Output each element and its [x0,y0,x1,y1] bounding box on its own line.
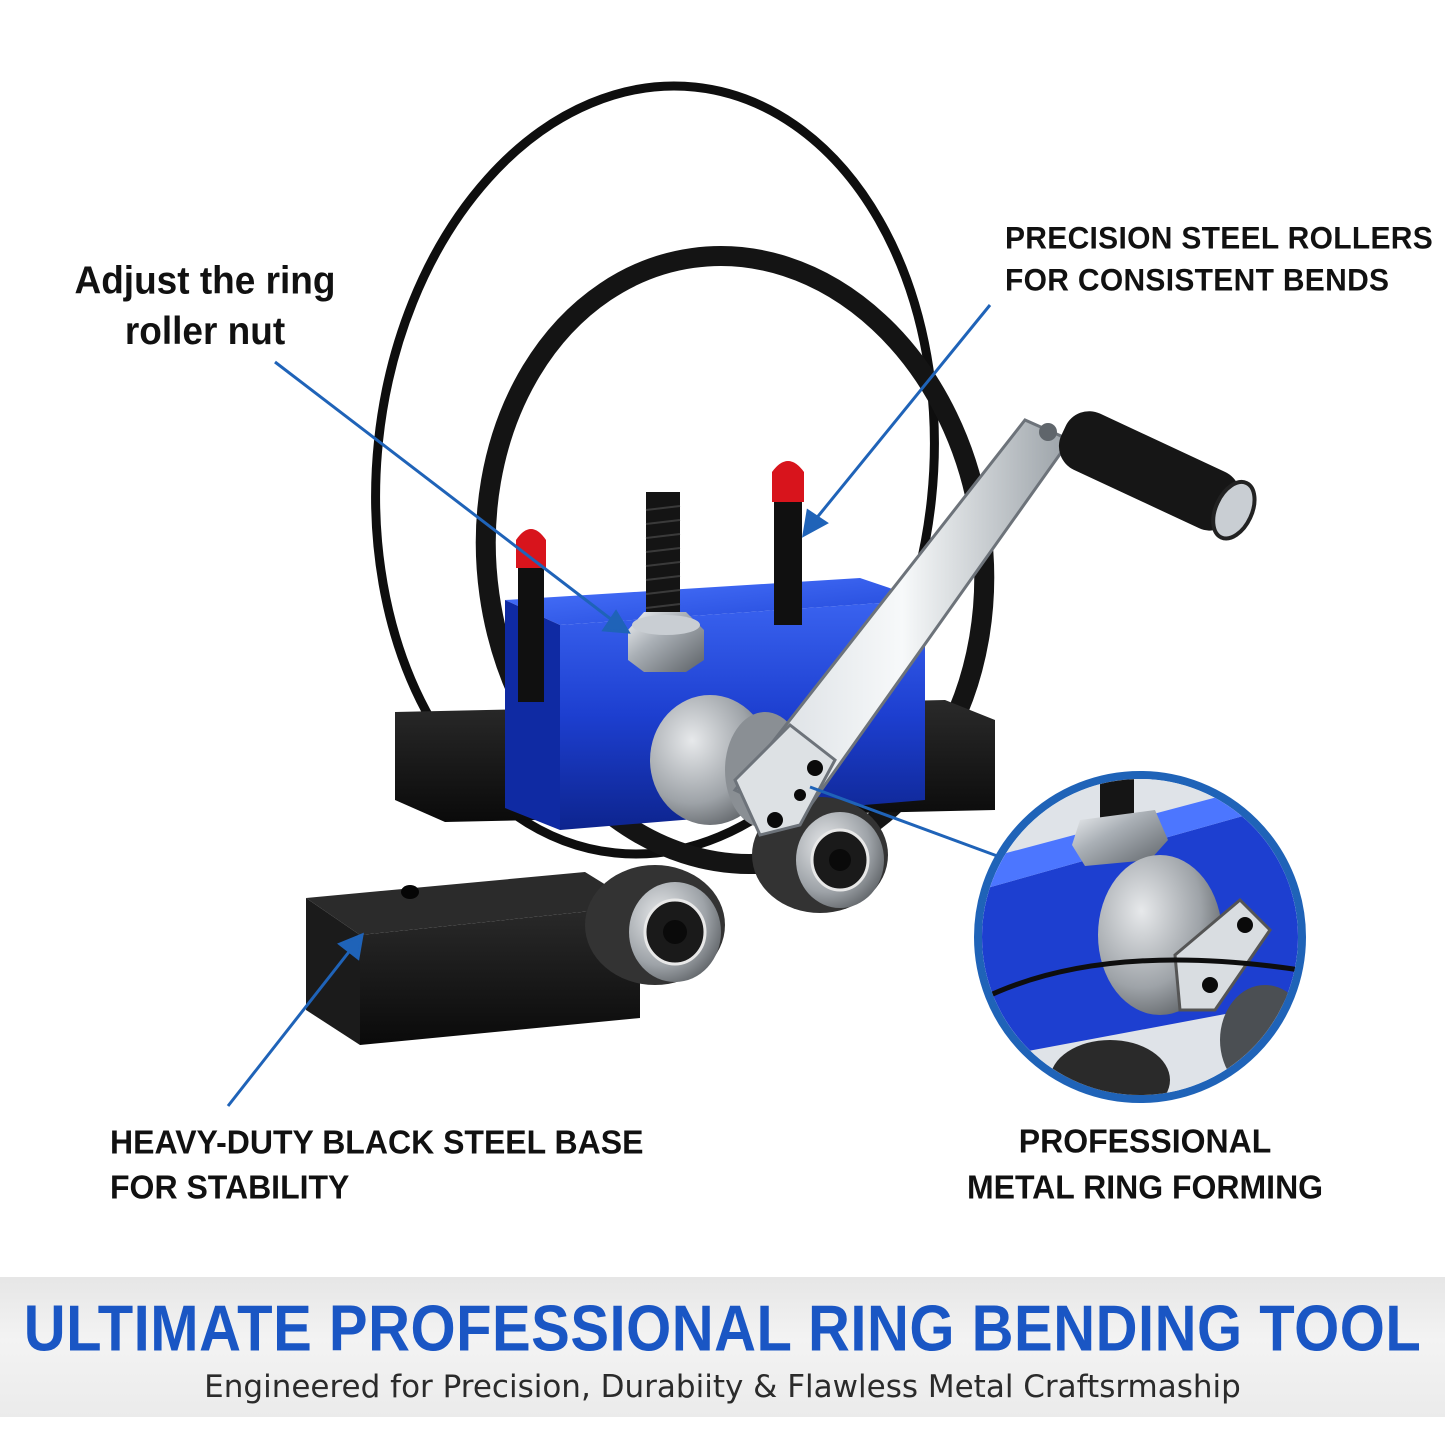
crank-hub-plate [733,723,837,837]
right-post [774,485,802,625]
crank-grip [1058,411,1257,541]
callout-steel-rollers: PRECISION STEEL ROLLERS FOR CONSISTENT B… [1005,218,1434,302]
lower-right-roller [752,797,888,913]
callout-steel-base: HEAVY-DUTY BLACK STEEL BASE FOR STABILIT… [110,1120,670,1210]
front-base-bar-side [360,906,640,1045]
banner-subtitle: Engineered for Precision, Durabiity & Fl… [204,1369,1241,1405]
callout-steel-rollers-line2: FOR CONSISTENT BENDS [1005,263,1390,298]
rollers-pointer [813,304,992,521]
zoom-detail-circle [974,771,1306,1103]
title-banner: ULTIMATE PROFESSIONAL RING BENDING TOOL … [0,1277,1445,1417]
callout-adjust-nut-line1: Adjust the ring [74,258,336,302]
callout-ring-forming-line2: METAL RING FORMING [966,1168,1324,1206]
callout-steel-base-line2: FOR STABILITY [110,1168,350,1206]
forming-pointer [809,785,1001,859]
base-pointer [226,947,354,1107]
left-post [518,560,544,702]
blue-frame-top [505,578,925,625]
front-base-bar-top [306,872,640,935]
callout-adjust-nut: Adjust the ring roller nut [40,256,370,357]
left-post-cap [516,529,546,568]
lower-left-roller [585,865,725,985]
callout-steel-base-line1: HEAVY-DUTY BLACK STEEL BASE [110,1123,644,1161]
right-post-cap [772,461,804,502]
callout-pointers [226,304,1001,1107]
banner-title: ULTIMATE PROFESSIONAL RING BENDING TOOL [23,1292,1422,1365]
callout-adjust-nut-line2: roller nut [124,309,286,353]
callout-steel-rollers-line1: PRECISION STEEL ROLLERS [1005,221,1434,256]
nut-pointer [274,360,613,622]
callout-ring-forming-line1: PROFESSIONAL [1018,1122,1272,1160]
callout-ring-forming: PROFESSIONAL METAL RING FORMING [955,1118,1335,1210]
